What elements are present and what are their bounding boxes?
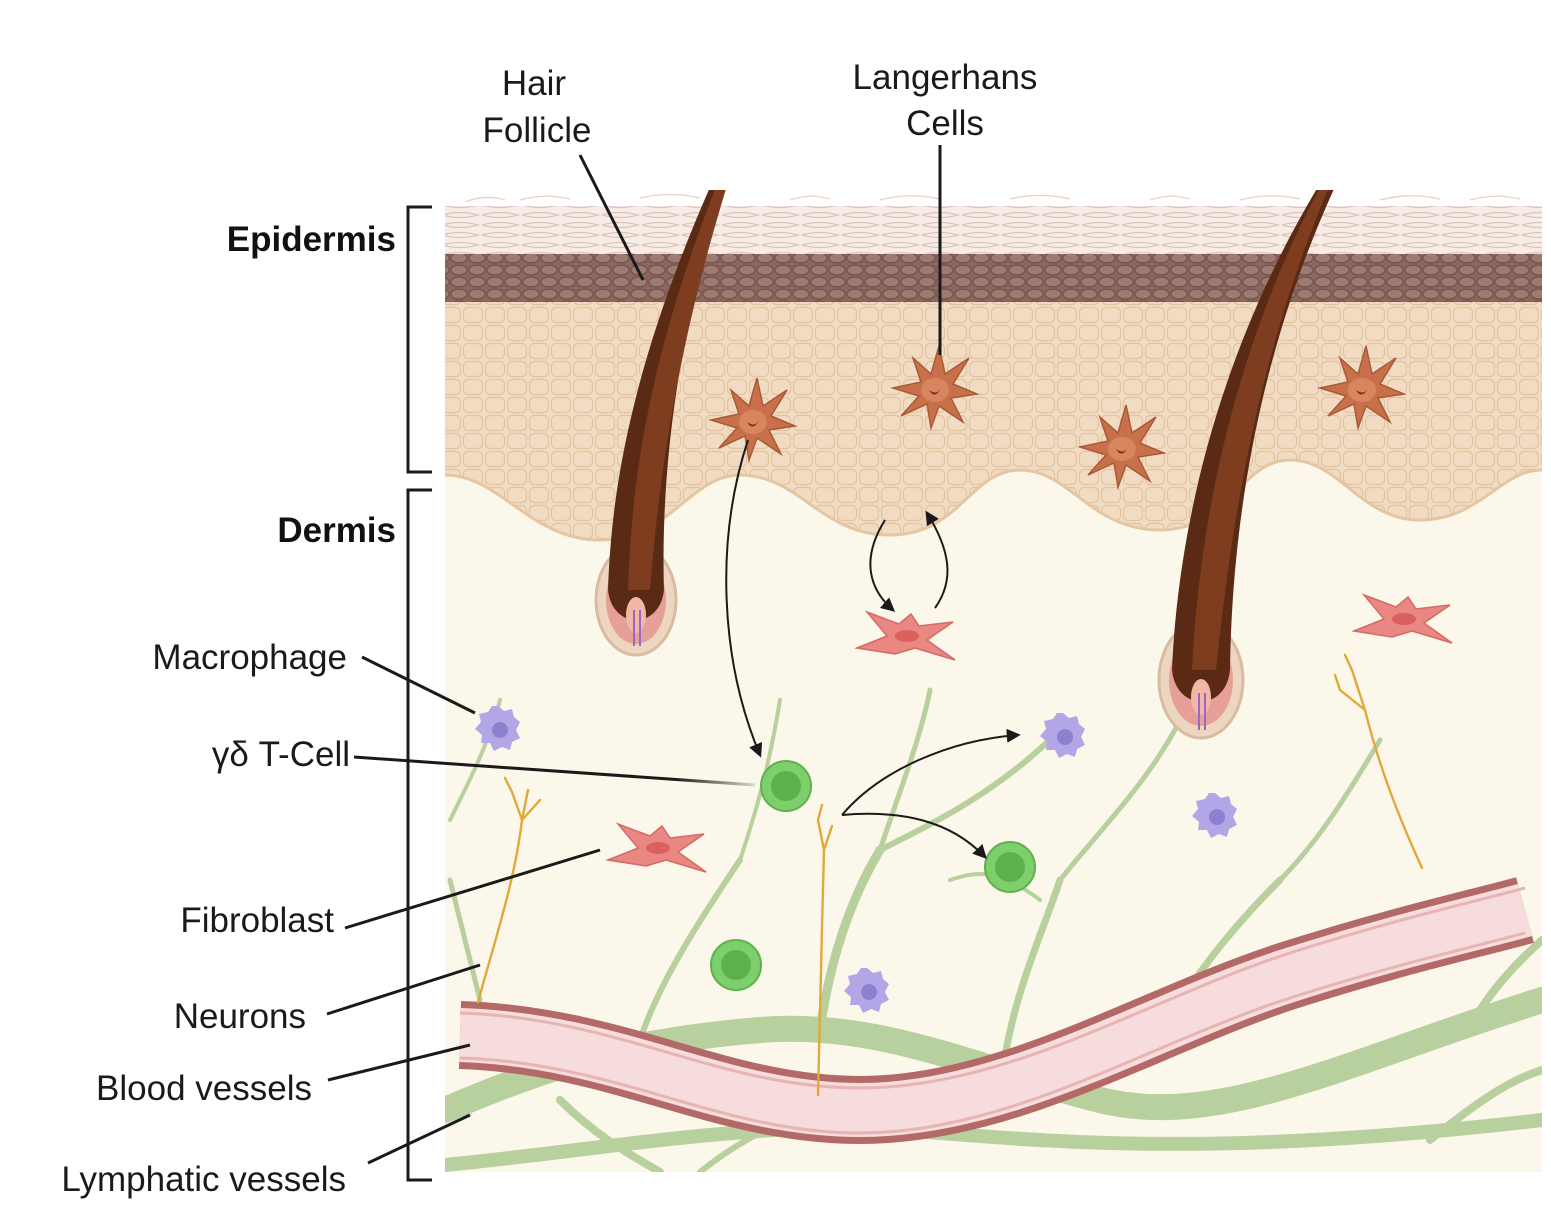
shedding-flakes	[464, 193, 1521, 203]
fibroblast	[1351, 593, 1453, 644]
fibroblast-label: Fibroblast	[180, 901, 334, 940]
macrophage	[844, 968, 889, 1013]
t-cell	[710, 939, 762, 991]
blood-vessel	[458, 877, 1534, 1145]
fibroblast	[605, 822, 707, 873]
langerhans-cell	[708, 377, 798, 463]
leader-lines	[326, 145, 942, 1165]
hair-follicle-label-line1: Hair	[502, 64, 567, 103]
lymphatic-vessels-label: Lymphatic vessels	[61, 1160, 346, 1199]
neurons	[476, 653, 1424, 1097]
hair-follicle-2	[1157, 190, 1334, 740]
dermis-bracket	[406, 488, 432, 1182]
hair-follicle-label-line2: Follicle	[483, 111, 592, 150]
fibroblasts	[605, 593, 1453, 873]
pigmented-layer	[445, 252, 1542, 302]
interaction-arrows	[725, 439, 1021, 860]
macrophage	[1040, 713, 1085, 758]
gd-tcell-label: γδ T-Cell	[212, 735, 350, 774]
neurons-label: Neurons	[174, 997, 306, 1036]
tissue-block	[445, 190, 1542, 1172]
hair-follicle-1	[594, 190, 726, 657]
macrophage-label: Macrophage	[152, 638, 347, 677]
t-cell	[984, 841, 1036, 893]
gd-t-cells	[710, 760, 1036, 991]
langerhans-cell	[1317, 345, 1407, 431]
fibroblast	[854, 610, 956, 661]
t-cell	[760, 760, 812, 812]
dermis-label: Dermis	[277, 511, 396, 550]
langerhans-cell	[1077, 404, 1167, 490]
epidermis-bracket	[406, 205, 432, 474]
cornified-layer	[445, 206, 1542, 254]
macrophage	[1192, 793, 1237, 838]
macrophages	[475, 706, 1237, 1013]
langerhans-label-line1: Langerhans	[853, 58, 1038, 97]
macrophage	[475, 706, 520, 751]
langerhans-cells	[708, 345, 1407, 490]
langerhans-cell	[890, 345, 980, 431]
blood-vessels-label: Blood vessels	[96, 1069, 312, 1108]
langerhans-label-line2: Cells	[906, 104, 984, 143]
layer-brackets	[406, 205, 432, 1182]
epidermis-label: Epidermis	[227, 220, 396, 259]
